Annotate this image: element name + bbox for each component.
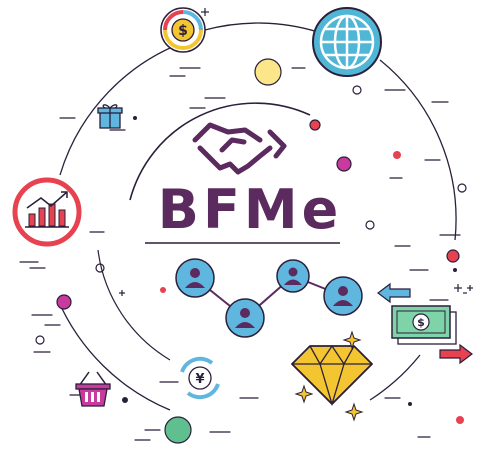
handshake-icon [192, 122, 287, 175]
cash-transfer-icon: $ [377, 282, 473, 365]
people-network-icon [175, 258, 363, 338]
gift-icon [97, 104, 123, 129]
sparkle-icon [294, 384, 314, 404]
svg-text:$: $ [178, 23, 188, 39]
person-node [175, 258, 215, 298]
globe-icon [312, 7, 382, 77]
person-node [276, 259, 310, 293]
decorative-dots [35, 58, 467, 444]
svg-text:¥: ¥ [195, 372, 204, 387]
sparkle-icon [344, 402, 364, 422]
dollar-coin-icon: $ [160, 7, 206, 53]
person-node [323, 276, 363, 316]
diamond-icon [291, 330, 373, 422]
sparkle-icon [119, 285, 473, 296]
arrow-left-icon [377, 282, 411, 304]
sparkle-icon [201, 8, 209, 16]
svg-text:$: $ [417, 316, 425, 329]
arrow-right-icon [439, 343, 473, 365]
person-node [225, 298, 265, 338]
growth-chart-icon [12, 177, 82, 247]
brand-logo: BFMe [157, 178, 343, 241]
shopping-basket-icon [75, 371, 111, 407]
sparkle-icon [342, 330, 362, 350]
yen-exchange-icon: ¥ [180, 356, 220, 400]
orbit-lines [57, 22, 457, 411]
